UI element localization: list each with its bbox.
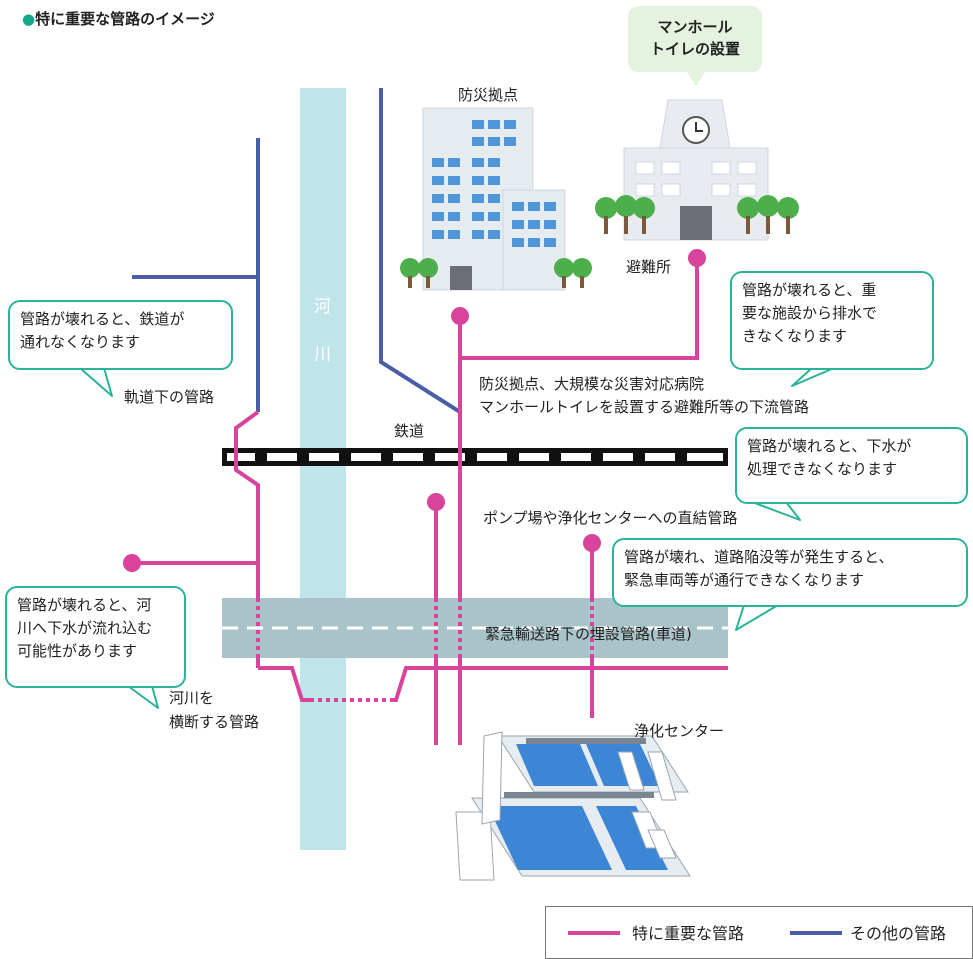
emergency-road-label: 緊急輸送路下の埋設管路(車道) xyxy=(485,625,692,643)
title-bullet-icon: ● xyxy=(22,10,36,28)
manhole-callout-pointer xyxy=(686,71,706,86)
manhole-toilet-line-1: マンホール xyxy=(657,18,733,36)
under-track-label: 軌道下の管路 xyxy=(124,388,215,406)
title-text: 特に重要な管路のイメージ xyxy=(35,10,215,28)
river-crossing-label-1: 河川を xyxy=(169,689,215,707)
disaster-downstream-label-2: マンホールトイレを設置する避難所等の下流管路 xyxy=(479,398,810,416)
river-crossing-label-2: 横断する管路 xyxy=(169,713,260,731)
bubble-road-line-2: 緊急車両等が通行できなくなります xyxy=(624,571,865,589)
manhole-toilet-callout: マンホール トイレの設置 xyxy=(628,6,762,72)
other-pipes xyxy=(132,88,462,414)
bubble-pointers xyxy=(79,367,835,709)
bubble-treatment: 管路が壊れると、下水が 処理できなくなります xyxy=(735,427,968,504)
legend-other-swatch xyxy=(790,931,842,935)
legend: 特に重要な管路 その他の管路 xyxy=(545,906,973,959)
bubble-river: 管路が壊れると、河 川へ下水が流れ込む 可能性があります xyxy=(5,586,186,688)
diagram-title: ●特に重要な管路のイメージ xyxy=(22,8,215,29)
bubble-facility-line-3: きなくなります xyxy=(742,327,848,345)
shelter-label: 避難所 xyxy=(626,258,672,276)
bubble-treatment-line-2: 処理できなくなります xyxy=(747,460,898,478)
manhole-toilet-line-2: トイレの設置 xyxy=(649,40,740,58)
bubble-road-line-1: 管路が壊れ、道路陥没等が発生すると、 xyxy=(624,548,894,566)
pipe-endpoints xyxy=(123,249,706,572)
bubble-road: 管路が壊れ、道路陥没等が発生すると、 緊急車両等が通行できなくなります xyxy=(612,538,968,607)
bubble-railway-line-2: 通れなくなります xyxy=(20,333,141,351)
legend-important-label: 特に重要な管路 xyxy=(632,924,745,943)
river-label-1: 河 xyxy=(314,297,331,317)
pipes-under-road-dotted xyxy=(256,598,594,702)
disaster-base-building-icon xyxy=(400,107,592,291)
river-label-2: 川 xyxy=(314,345,331,365)
bubble-river-line-3: 可能性があります xyxy=(17,642,138,660)
river xyxy=(300,88,346,850)
bubble-facility-line-1: 管路が壊れると、重 xyxy=(742,281,877,299)
disaster-downstream-label-1: 防災拠点、大規模な災害対応病院 xyxy=(479,375,705,393)
disaster-base-label: 防災拠点 xyxy=(458,86,519,104)
bubble-railway: 管路が壊れると、鉄道が 通れなくなります xyxy=(8,300,233,370)
bubble-facility: 管路が壊れると、重 要な施設から排水で きなくなります xyxy=(730,271,934,370)
bubble-facility-line-2: 要な施設から排水で xyxy=(742,304,878,322)
bubble-river-line-2: 川へ下水が流れ込む xyxy=(17,619,153,637)
important-pipes xyxy=(132,258,728,745)
bubble-river-line-1: 管路が壊れると、河 xyxy=(17,596,152,614)
railway-track xyxy=(222,448,728,466)
railway-label: 鉄道 xyxy=(394,422,425,440)
treatment-center-label: 浄化センター xyxy=(634,722,725,740)
bubble-treatment-line-1: 管路が壊れると、下水が xyxy=(747,437,912,455)
legend-other-label: その他の管路 xyxy=(850,924,947,943)
pump-direct-label: ポンプ場や浄化センターへの直結管路 xyxy=(483,509,738,527)
legend-important-swatch xyxy=(568,931,620,935)
shelter-building-icon xyxy=(595,99,799,241)
bubble-railway-line-1: 管路が壊れると、鉄道が xyxy=(20,310,185,328)
treatment-center-icon xyxy=(455,731,691,881)
